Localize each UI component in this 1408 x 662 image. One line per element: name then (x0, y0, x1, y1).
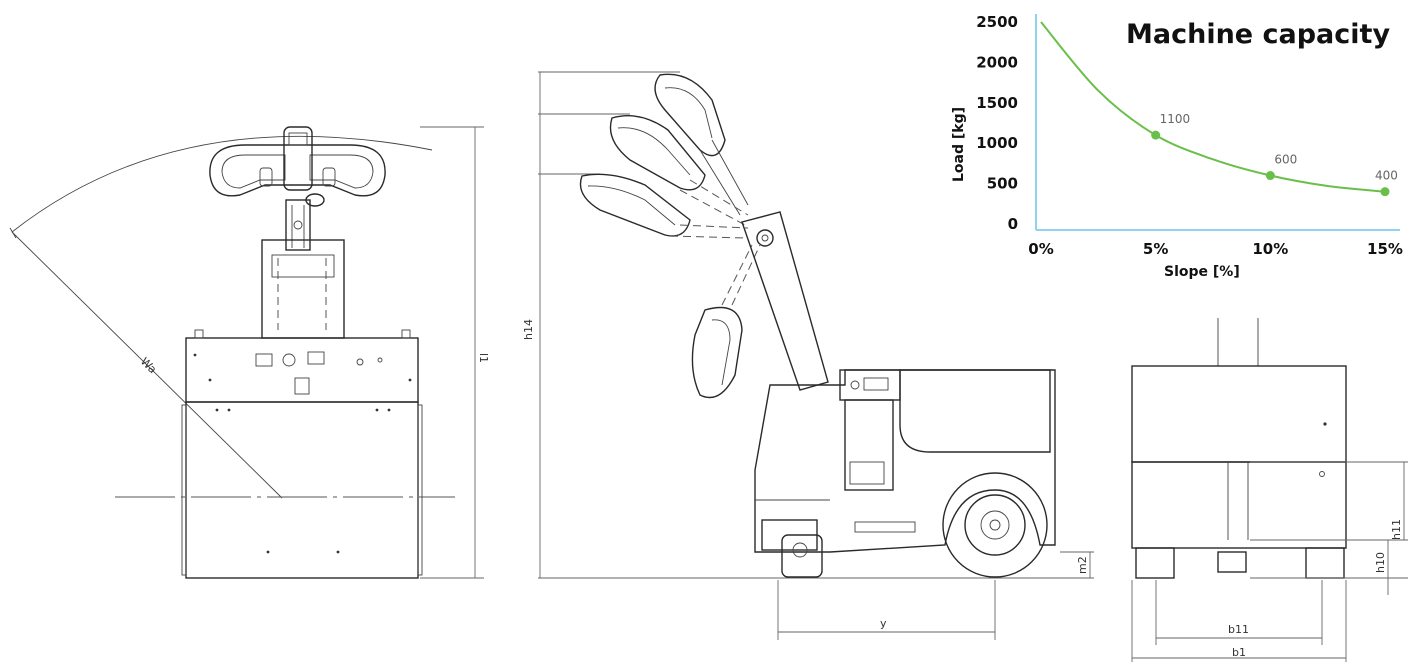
side-view: h14 (522, 71, 1094, 640)
tiller-head (283, 126, 313, 191)
capacity-chart: Machine capacity 0 500 1000 1500 2000 2500 0%… (951, 13, 1403, 280)
handle-low (579, 173, 749, 239)
turning-arc (11, 135, 433, 233)
drive-wheel (942, 472, 1048, 578)
side-control-panel (839, 369, 901, 401)
y-tick-label: 2000 (976, 53, 1018, 71)
chart-y-ticks: 0 500 1000 1500 2000 2500 (976, 13, 1018, 233)
handle-down (691, 244, 761, 399)
data-point-label: 600 (1274, 153, 1297, 167)
dim-wa: Wa (138, 355, 159, 376)
chart-y-label: Load [kg] (951, 107, 967, 182)
dim-b1: b1 (1232, 646, 1246, 659)
tiller-column (741, 211, 829, 391)
y-tick-label: 1000 (976, 134, 1018, 152)
cover-panel (899, 369, 1051, 453)
y-tick-label: 1500 (976, 94, 1018, 112)
capacity-curve (1040, 21, 1386, 193)
dim-y: y (880, 617, 887, 630)
dim-h11: h11 (1390, 519, 1403, 540)
rear-wheel-right (1305, 547, 1345, 579)
rear-upper-box (1131, 365, 1347, 463)
y-tick-label: 2500 (976, 13, 1018, 31)
chart-points: 1100 600 400 (1151, 112, 1398, 197)
x-tick-label: 0% (1028, 240, 1053, 258)
dim-m2: m2 (1076, 556, 1089, 574)
chart-x-ticks: 0% 5% 10% 15% (1028, 240, 1403, 258)
data-point (1265, 171, 1275, 181)
x-tick-label: 15% (1367, 240, 1403, 258)
handle-middle (609, 115, 749, 226)
tiller-handle (209, 144, 386, 197)
data-point-label: 400 (1375, 169, 1398, 183)
handle-top (654, 73, 749, 216)
data-point (1151, 130, 1161, 140)
side-door (844, 399, 894, 491)
x-tick-label: 10% (1252, 240, 1288, 258)
chart-title: Machine capacity (1126, 19, 1390, 50)
y-tick-label: 500 (987, 175, 1018, 193)
turning-radius-line (11, 231, 283, 499)
caster-wheel (781, 534, 823, 578)
dim-h10: h10 (1374, 552, 1387, 573)
x-tick-label: 5% (1143, 240, 1168, 258)
panel-key (282, 353, 296, 367)
tiller-pivot (756, 229, 774, 247)
data-point-label: 1100 (1160, 112, 1191, 126)
rear-wheel-left (1135, 547, 1175, 579)
dim-b11: b11 (1228, 623, 1249, 636)
dim-l1: l1 (477, 353, 490, 363)
chassis (754, 369, 1056, 553)
chart-x-label: Slope [%] (1164, 264, 1240, 280)
rear-view: h10 h11 b11 b1 (1131, 318, 1408, 662)
machine-body (185, 401, 419, 579)
tow-hitch (1217, 551, 1247, 573)
tiller-arm (285, 199, 311, 251)
control-panel (185, 337, 419, 403)
y-tick-label: 0 (1008, 215, 1018, 233)
data-point (1380, 187, 1390, 197)
dim-h14: h14 (522, 319, 535, 340)
front-view: Wa (9, 126, 490, 579)
rear-lower-box (1131, 461, 1347, 549)
panel-display (255, 353, 273, 367)
